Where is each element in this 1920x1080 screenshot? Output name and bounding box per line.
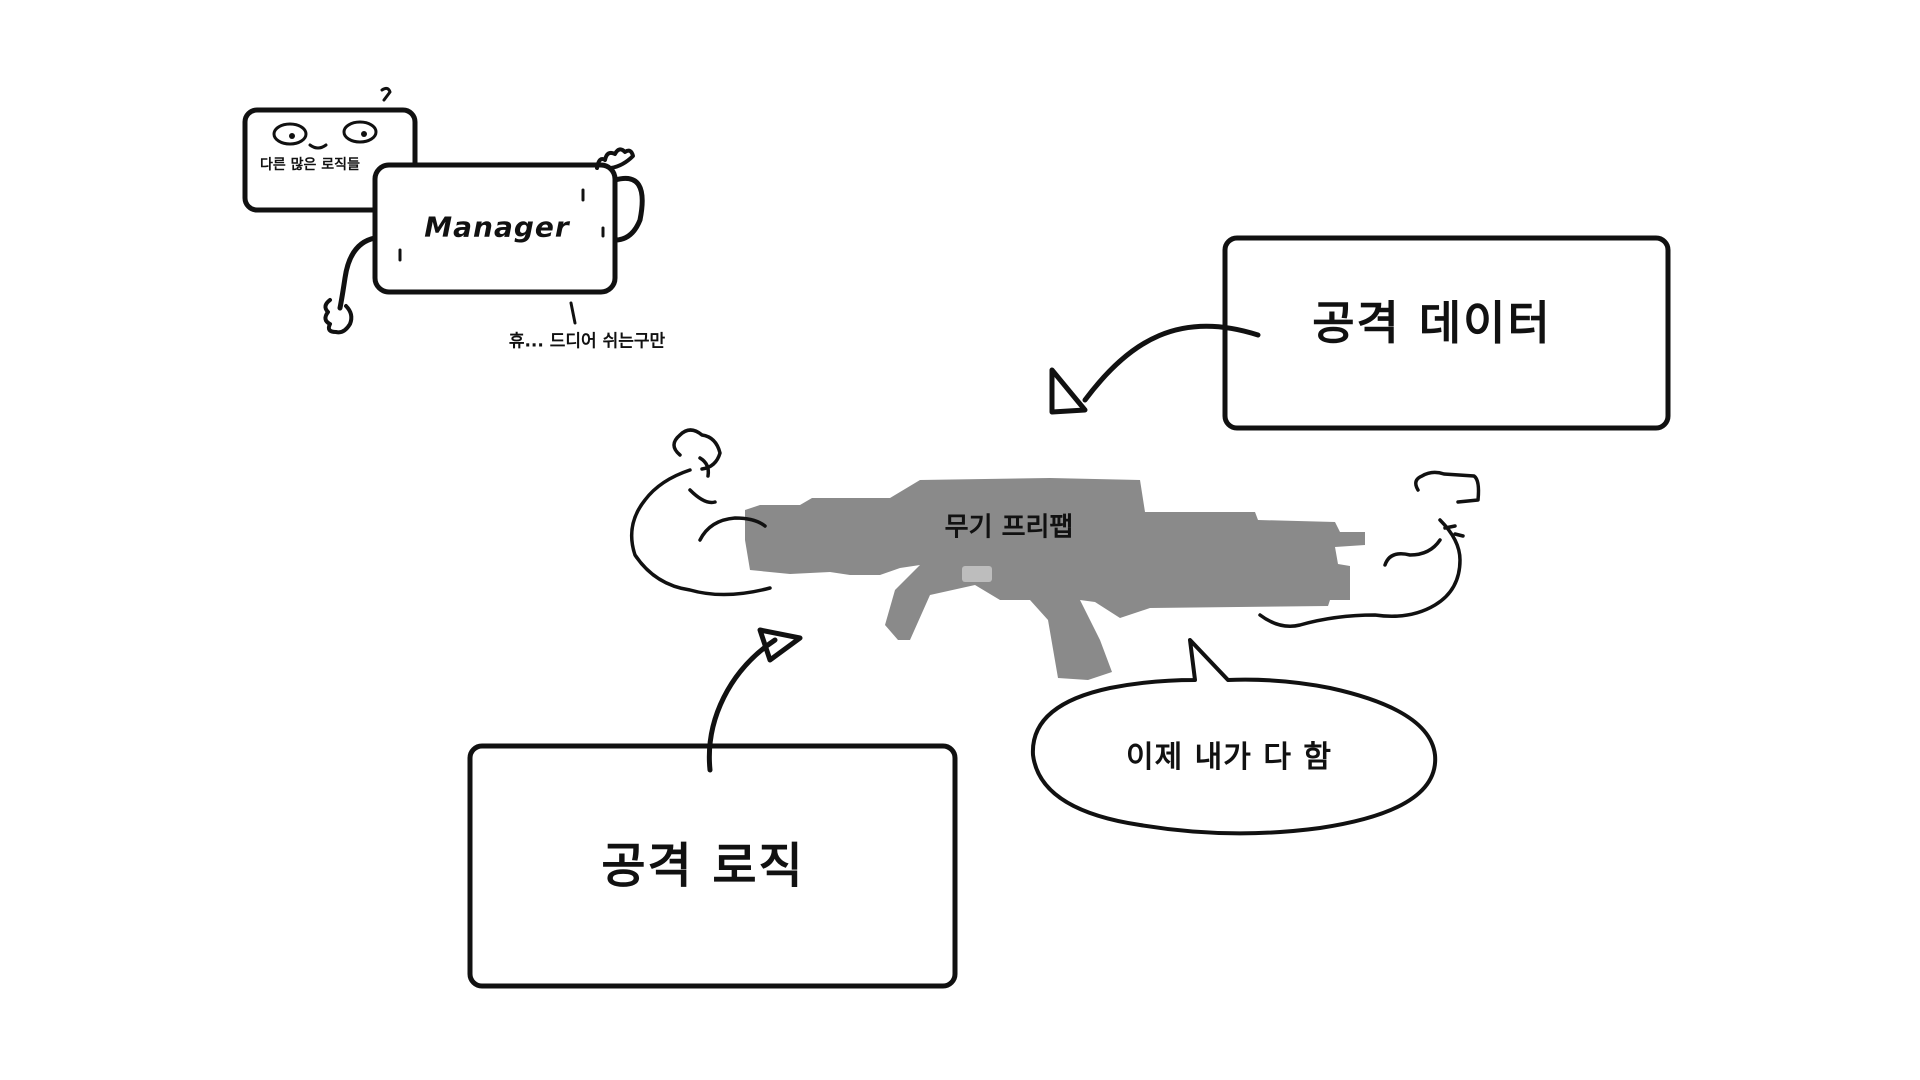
right-eye-icon [342, 120, 378, 144]
arrow-data-to-weapon [1082, 323, 1261, 403]
speech-bubble-text: 이제 내가 다 함 [1126, 740, 1332, 775]
attack-data-label: 공격 데이터 [1312, 296, 1552, 350]
left-flexing-arm-icon [629, 428, 772, 597]
speech-bubble [1030, 638, 1438, 836]
attack-logic-box-frame [467, 743, 958, 989]
sigh-pointer [569, 301, 577, 325]
manager-sigh-text: 휴... 드디어 쉬는구만 [508, 331, 666, 352]
other-logics-label: 다른 많은 로직들 [260, 157, 360, 173]
arrow-head-data [1049, 367, 1088, 415]
manager-left-arm [337, 235, 378, 311]
weapon-prefab-silhouette [745, 478, 1365, 680]
manager-right-hand-icon [595, 147, 635, 170]
manager-right-arm [612, 176, 645, 243]
attack-logic-label: 공격 로직 [601, 838, 805, 894]
attack-data-box-frame [1222, 235, 1671, 431]
other-logics-card [242, 86, 418, 213]
mouth-icon [308, 143, 328, 150]
manager-card [323, 147, 645, 335]
arrow-logic-to-weapon [706, 637, 778, 773]
manager-left-hand-icon [323, 298, 354, 335]
left-eye-icon [272, 122, 308, 146]
arrow-head-logic [757, 627, 803, 663]
weapon-prefab-label: 무기 프리팹 [944, 512, 1074, 543]
sweat-mark-icon [380, 86, 392, 102]
manager-title: Manager [424, 210, 570, 244]
right-flexing-arm-icon [1258, 470, 1481, 628]
